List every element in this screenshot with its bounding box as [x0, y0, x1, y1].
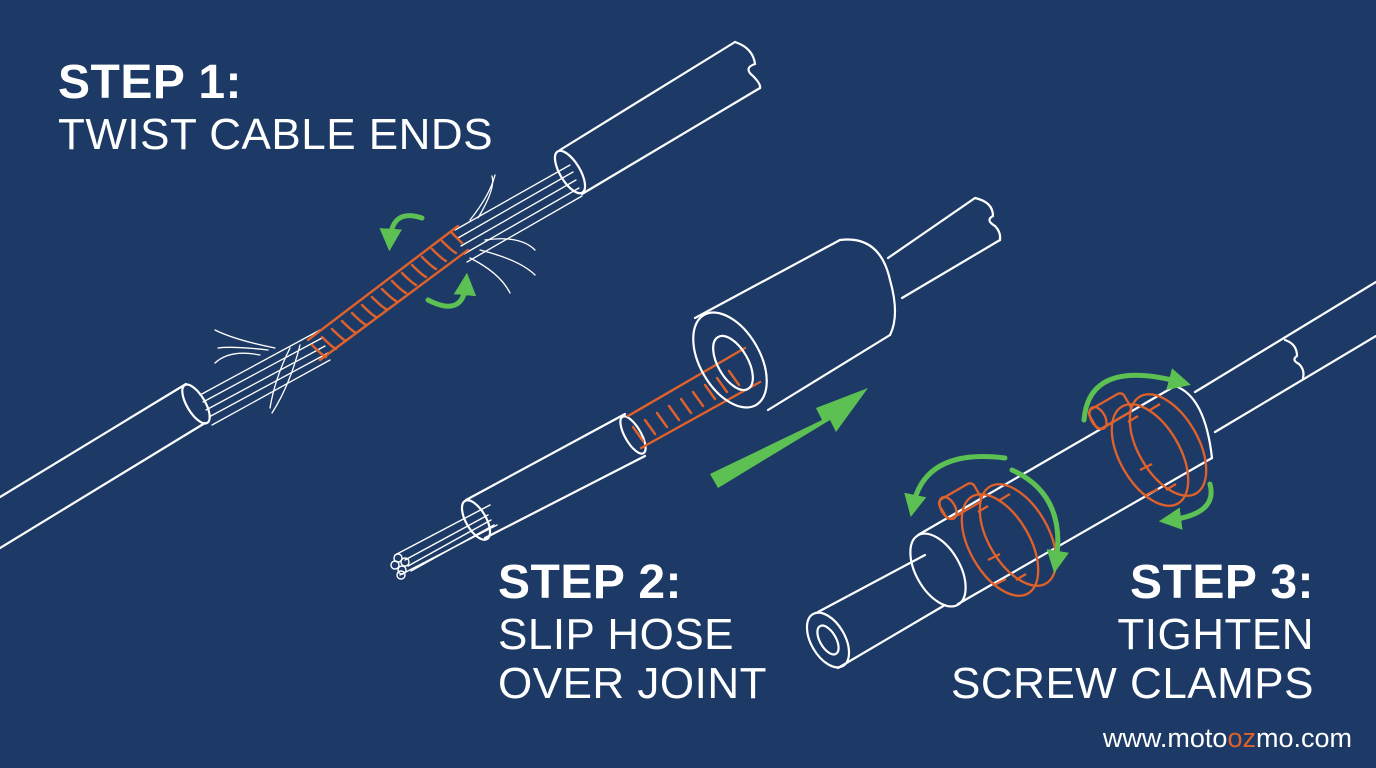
step2-label: STEP 2: SLIP HOSE OVER JOINT: [498, 556, 767, 708]
step3-text-line-2: SCREW CLAMPS: [951, 659, 1314, 709]
step3-cable-stub: [805, 553, 947, 670]
step2-heading: STEP 2:: [498, 556, 683, 609]
step2-cable-jacket: [460, 412, 647, 541]
step3-tighten-arrow-right: [1081, 368, 1214, 530]
step1-copper-twist: [306, 224, 470, 362]
website-url-prefix: www.moto: [1102, 723, 1228, 753]
step2-hose-illustration: [390, 196, 1002, 580]
step1-left-strands: [199, 329, 331, 426]
step1-cable-illustration: [0, 40, 762, 550]
step1-heading: STEP 1:: [58, 56, 243, 109]
step2-text-line-1: SLIP HOSE: [498, 609, 735, 659]
step3-heading: STEP 3:: [1129, 556, 1314, 609]
website-url[interactable]: www.motoozmo.com: [1103, 723, 1352, 754]
step1-right-cable-jacket: [553, 40, 762, 196]
step1-right-strands: [454, 164, 583, 294]
step1-label: STEP 1: TWIST CABLE ENDS: [58, 56, 493, 159]
step3-clamp-right: [1087, 392, 1208, 507]
step2-cable-strand-end: [390, 504, 498, 580]
step3-label: STEP 3: TIGHTEN SCREW CLAMPS: [951, 556, 1314, 708]
step2-copper-twist: [626, 346, 762, 450]
step3-cable: [1193, 280, 1376, 434]
step1-text-line-1: TWIST CABLE ENDS: [58, 109, 494, 159]
step1-left-cable-jacket: [0, 382, 211, 550]
step2-text-line-2: OVER JOINT: [498, 659, 768, 709]
step3-tighten-arrow-left: [904, 454, 1069, 574]
step1-twist-arrow-top: [379, 213, 425, 252]
website-url-suffix: mo.com: [1255, 723, 1352, 753]
step3-clamp-illustration: [805, 280, 1376, 670]
step1-twist-arrow-bottom: [425, 272, 477, 309]
step3-text-line-1: TIGHTEN: [1117, 609, 1314, 659]
website-url-accent: oz: [1227, 723, 1256, 753]
step2-cable-far-end: [886, 196, 1002, 300]
step2-hose-tube: [692, 238, 897, 412]
step2-slide-arrow: [710, 388, 868, 488]
step3-clamp-left: [937, 482, 1058, 597]
